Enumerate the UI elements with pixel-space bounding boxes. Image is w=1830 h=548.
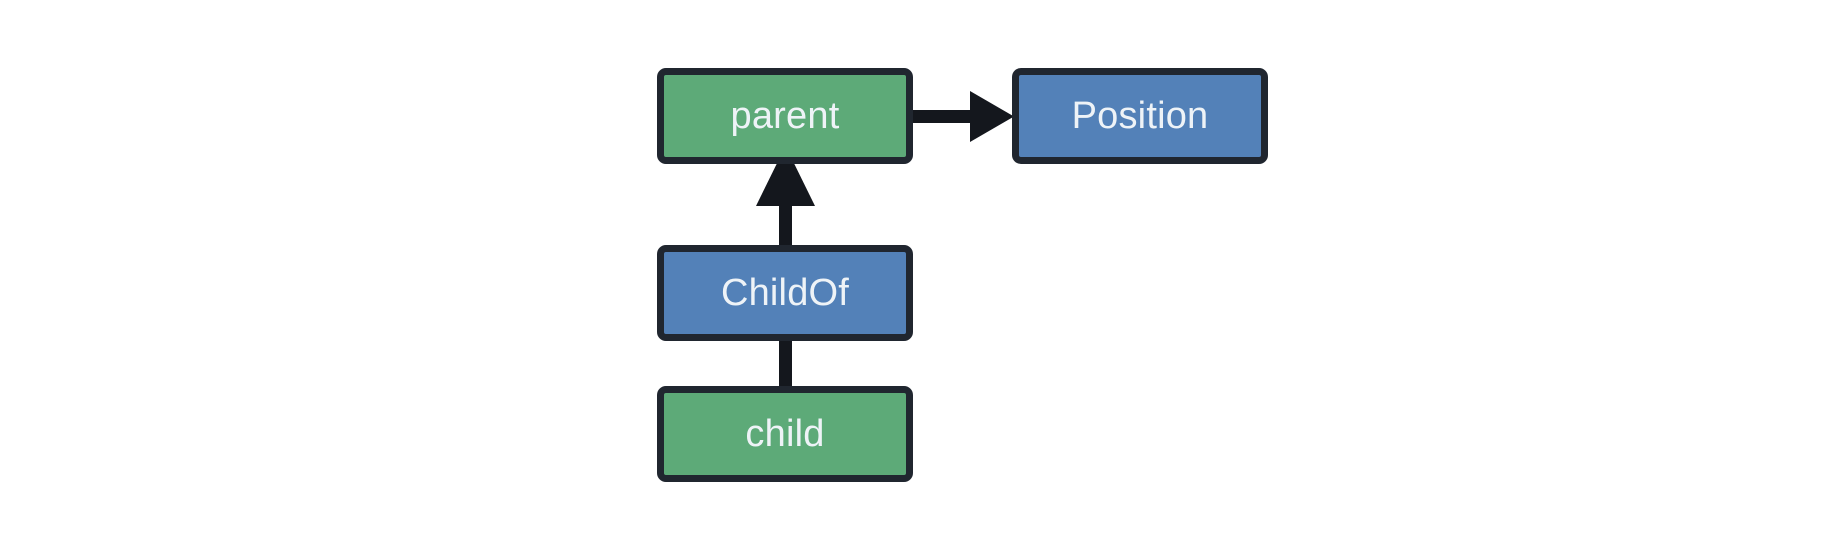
node-position[interactable]: Position: [1012, 68, 1268, 164]
edge-parent-to-position: [908, 91, 1014, 142]
node-child[interactable]: child: [657, 386, 913, 482]
node-child-label: child: [745, 413, 825, 455]
node-parent[interactable]: parent: [657, 68, 913, 164]
edge-child-to-childof: [779, 336, 792, 392]
node-parent-label: parent: [730, 95, 840, 137]
node-childof-label: ChildOf: [720, 272, 850, 314]
node-childof[interactable]: ChildOf: [657, 245, 913, 341]
node-position-label: Position: [1071, 95, 1209, 137]
